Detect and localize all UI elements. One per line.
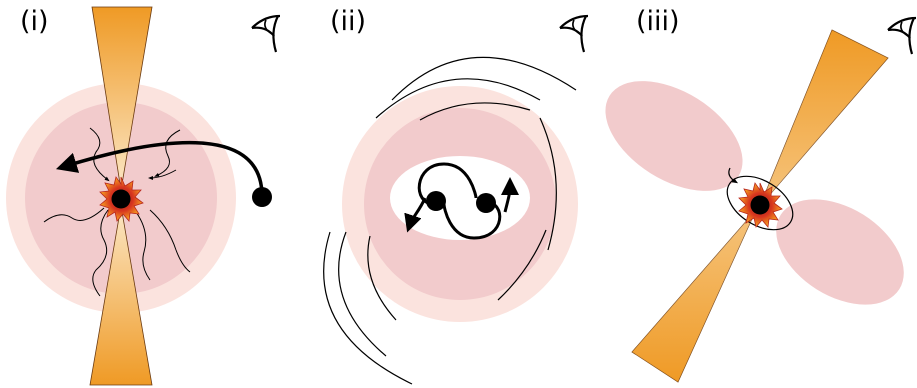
binary-body-b: [476, 193, 496, 213]
panel-label-ii: (ii): [330, 6, 366, 37]
panel-ii: (ii): [323, 6, 590, 385]
panel-iii: (iii): [605, 6, 917, 383]
eye-icon: [250, 14, 282, 54]
photon-paths: [43, 127, 191, 297]
wave-arcs: [323, 56, 577, 385]
eye-icon: [886, 16, 917, 56]
lobe-upper: [605, 81, 743, 191]
orbit-arrow: [55, 140, 264, 197]
binary-body-a: [426, 191, 446, 211]
panel-label-i: (i): [20, 6, 49, 37]
panel-label-iii: (iii): [636, 6, 680, 37]
binary-orbit-left: [417, 162, 478, 206]
binary-orbit-right: [442, 200, 502, 240]
jet-upper: [91, 6, 153, 191]
cavity: [390, 156, 530, 240]
panel-i: (i): [6, 6, 282, 386]
lobe-lower: [776, 199, 904, 305]
orbiting-body: [252, 187, 272, 207]
jet-lower: [89, 205, 153, 386]
eye-icon: [558, 14, 590, 54]
